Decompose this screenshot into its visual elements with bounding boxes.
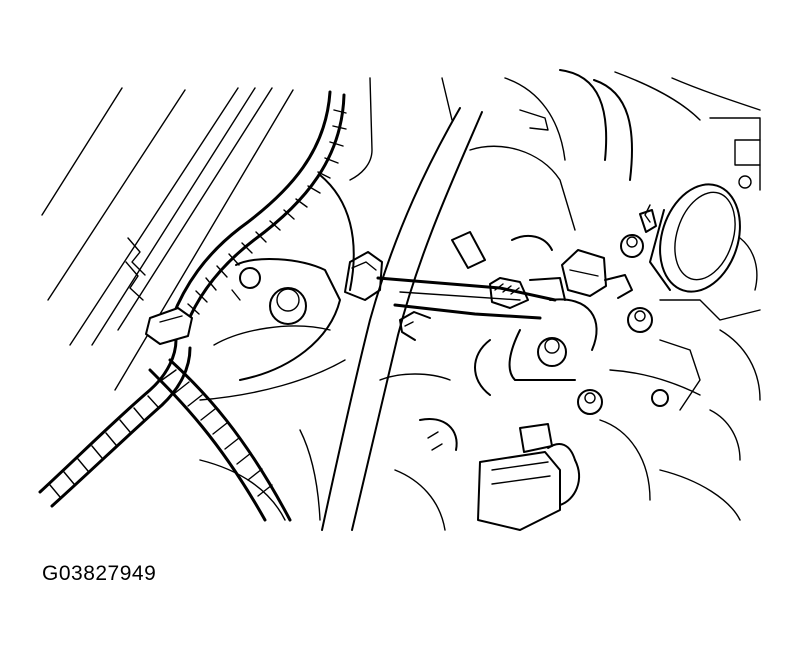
figure-id-label: G03827949 [42,562,157,585]
coolant-hose [321,69,633,531]
fastener-bolts [577,234,701,415]
harness-clamp [145,307,193,345]
electrical-connectors [394,409,741,531]
hose-fittings [451,209,657,299]
background-components [349,71,761,401]
lower-body-lines [199,369,701,521]
strut-tower [199,174,355,401]
link-rod-and-tool [344,251,598,396]
lower-wire-harness [38,338,292,522]
engine-bay-illustration [38,69,761,531]
upper-wire-harness [170,90,347,328]
body-panel-lines [41,87,294,391]
round-gauge [644,183,741,293]
